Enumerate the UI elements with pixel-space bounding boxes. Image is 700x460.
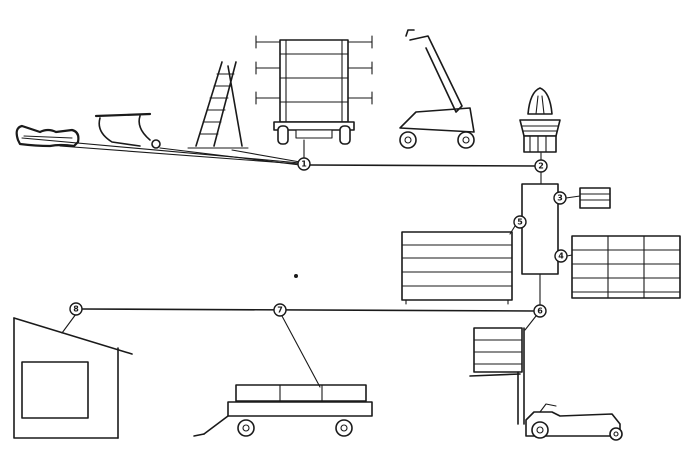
line-hand-sled-to-1 <box>159 147 301 166</box>
right-pallet-stack-icon <box>571 235 681 299</box>
hand-sled-icon <box>94 112 161 149</box>
shed-icon <box>13 317 133 439</box>
line-7-to-trailer <box>281 315 321 388</box>
forklift-icon <box>469 327 623 441</box>
marker-5: 5 <box>513 215 527 229</box>
marker-8: 8 <box>69 302 83 316</box>
connector-lines <box>21 137 581 388</box>
trailer-icon <box>193 384 373 437</box>
left-pallet-stack-icon <box>401 231 513 305</box>
boom-lift-icon <box>399 29 475 149</box>
rack-cart-icon <box>255 35 373 145</box>
line-4-to-pallet <box>566 254 573 257</box>
marker-1: 1 <box>297 157 311 171</box>
marker-6-label: 6 <box>537 307 543 316</box>
marker-7: 7 <box>273 303 287 317</box>
line-3-to-tray <box>565 195 581 199</box>
marker-2: 2 <box>534 159 548 173</box>
marker-3-label: 3 <box>557 194 563 203</box>
marker-6: 6 <box>533 304 547 318</box>
marker-2-label: 2 <box>538 162 544 171</box>
line-1-to-2 <box>308 164 538 167</box>
marker-7-label: 7 <box>277 306 283 315</box>
marker-5-label: 5 <box>517 218 523 227</box>
small-tray-icon <box>579 187 611 209</box>
marker-1-label: 1 <box>301 160 307 169</box>
line-sled2-to-1 <box>59 145 301 165</box>
marker-4: 4 <box>554 249 568 263</box>
line-8-to-shed <box>61 313 77 334</box>
line-8-to-6 <box>81 308 536 312</box>
line-6-to-forklift <box>524 315 537 331</box>
sledge-icon <box>15 124 80 148</box>
ladder-icon <box>187 61 249 149</box>
marker-3: 3 <box>553 191 567 205</box>
marker-8-label: 8 <box>73 305 79 314</box>
stray-dot <box>294 274 298 278</box>
spray-nozzle-icon <box>519 87 561 153</box>
column-unit-icon <box>521 183 559 275</box>
line-ladder-to-1 <box>231 149 301 163</box>
line-sledge-to-1 <box>21 137 301 164</box>
marker-4-label: 4 <box>558 252 564 261</box>
